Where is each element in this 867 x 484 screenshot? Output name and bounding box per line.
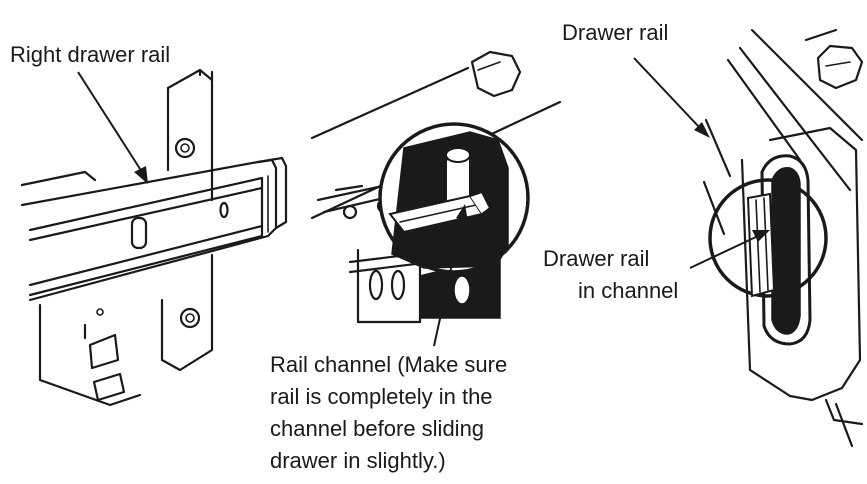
label-rail-channel-line4: drawer in slightly.) (270, 448, 446, 473)
label-rail-channel-line1: Rail channel (Make sure (270, 352, 507, 377)
label-drawer-rail-in-channel-line2: in channel (578, 278, 678, 303)
left-rail-illustration (20, 68, 288, 407)
label-right-drawer-rail: Right drawer rail (10, 42, 170, 67)
leader-rail-channel (433, 204, 468, 347)
label-drawer-rail-in-channel-line1: Drawer rail (543, 246, 649, 271)
leader-right-drawer-rail (77, 71, 148, 184)
label-rail-channel-line2: rail is completely in the (270, 384, 493, 409)
label-rail-channel-line3: channel before sliding (270, 416, 484, 441)
leader-drawer-rail-in-channel (689, 230, 770, 269)
rail-channel-illustration (310, 50, 562, 324)
drawer-rail-in-channel-illustration (702, 28, 864, 448)
leader-drawer-rail-top (633, 57, 710, 138)
label-drawer-rail-top: Drawer rail (562, 20, 668, 45)
